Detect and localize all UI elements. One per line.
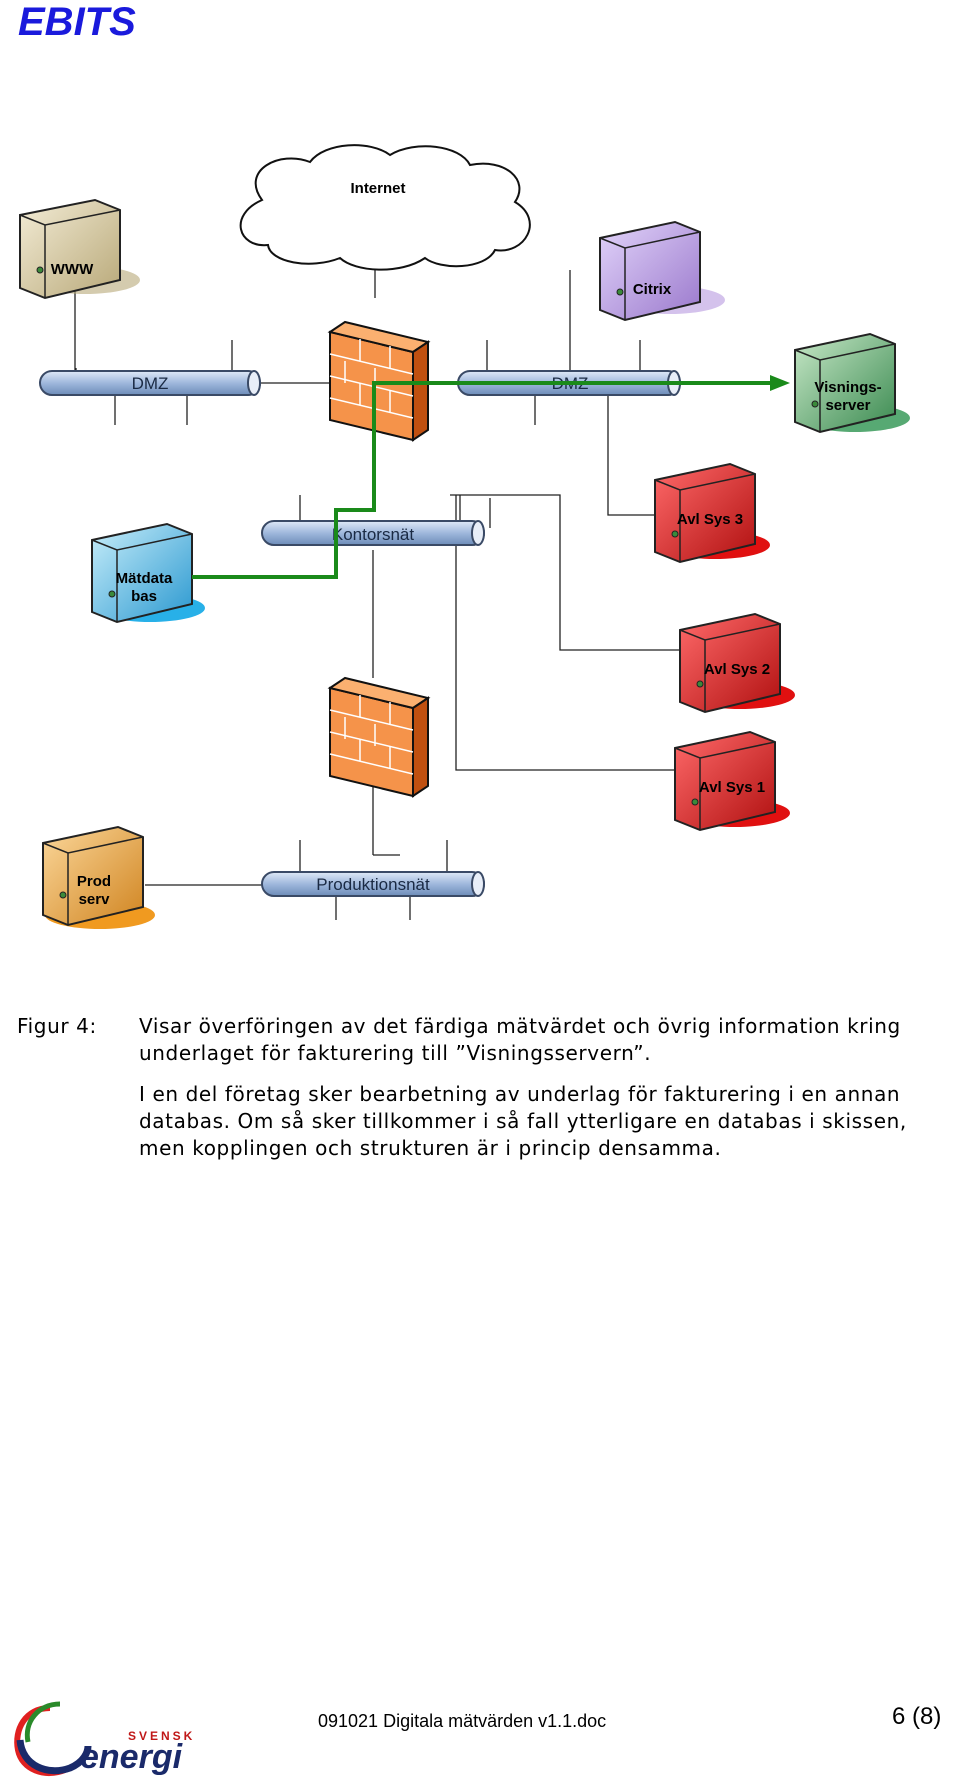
dmz1-label: DMZ [132,374,169,393]
server-matdatabas: Mätdata bas [91,522,205,624]
server-www: WWW [19,198,140,300]
internet-label: Internet [350,180,405,197]
network-pipe-dmz1: DMZ [39,370,261,396]
server-prod-serv: Prod serv [42,825,155,929]
caption-paragraph-1: Visar överföringen av det färdiga mätvär… [139,1014,901,1065]
avl3-label: Avl Sys 3 [677,511,743,528]
document-header-title: EBITS [18,0,136,44]
matdata-label-line2: bas [131,588,157,605]
server-avl-sys-1: Avl Sys 1 [674,730,790,832]
firewall-bottom [327,676,431,798]
caption-label: Figur 4: [17,1014,97,1038]
arrow-head-icon [770,375,790,391]
svensk-energi-logo: SVENSK energi [14,1701,195,1777]
firewall-top [327,320,431,442]
matdata-label-line1: Mätdata [116,570,173,587]
logo-text-top: SVENSK [128,1729,195,1743]
network-diagram: Internet DMZ DMZ Kontorsnät Produktionsn… [19,144,910,929]
footer-document-name: 091021 Digitala mätvärden v1.1.doc [318,1711,607,1731]
network-pipe-kontor: Kontorsnät [261,520,485,546]
network-pipe-produktion: Produktionsnät [261,871,485,897]
citrix-label: Citrix [633,281,672,298]
produktion-label: Produktionsnät [316,875,430,894]
footer-page-number: 6 (8) [892,1703,942,1730]
prod-label-line1: Prod [77,873,111,890]
server-avl-sys-2: Avl Sys 2 [679,612,795,714]
data-flow-path [192,375,790,579]
www-label: WWW [51,261,94,278]
server-visningsserver: Visnings- server [794,332,910,434]
server-citrix: Citrix [599,220,725,322]
visning-label-line2: server [825,397,870,414]
server-avl-sys-3: Avl Sys 3 [654,462,770,564]
prod-label-line2: serv [79,891,111,908]
avl1-label: Avl Sys 1 [699,779,765,796]
kontor-label: Kontorsnät [332,525,414,544]
visning-label-line1: Visnings- [814,379,881,396]
avl2-label: Avl Sys 2 [704,661,770,678]
internet-cloud [239,144,531,271]
logo-text-bottom: energi [80,1738,184,1776]
caption-paragraph-2: I en del företag sker bearbetning av und… [139,1082,907,1160]
